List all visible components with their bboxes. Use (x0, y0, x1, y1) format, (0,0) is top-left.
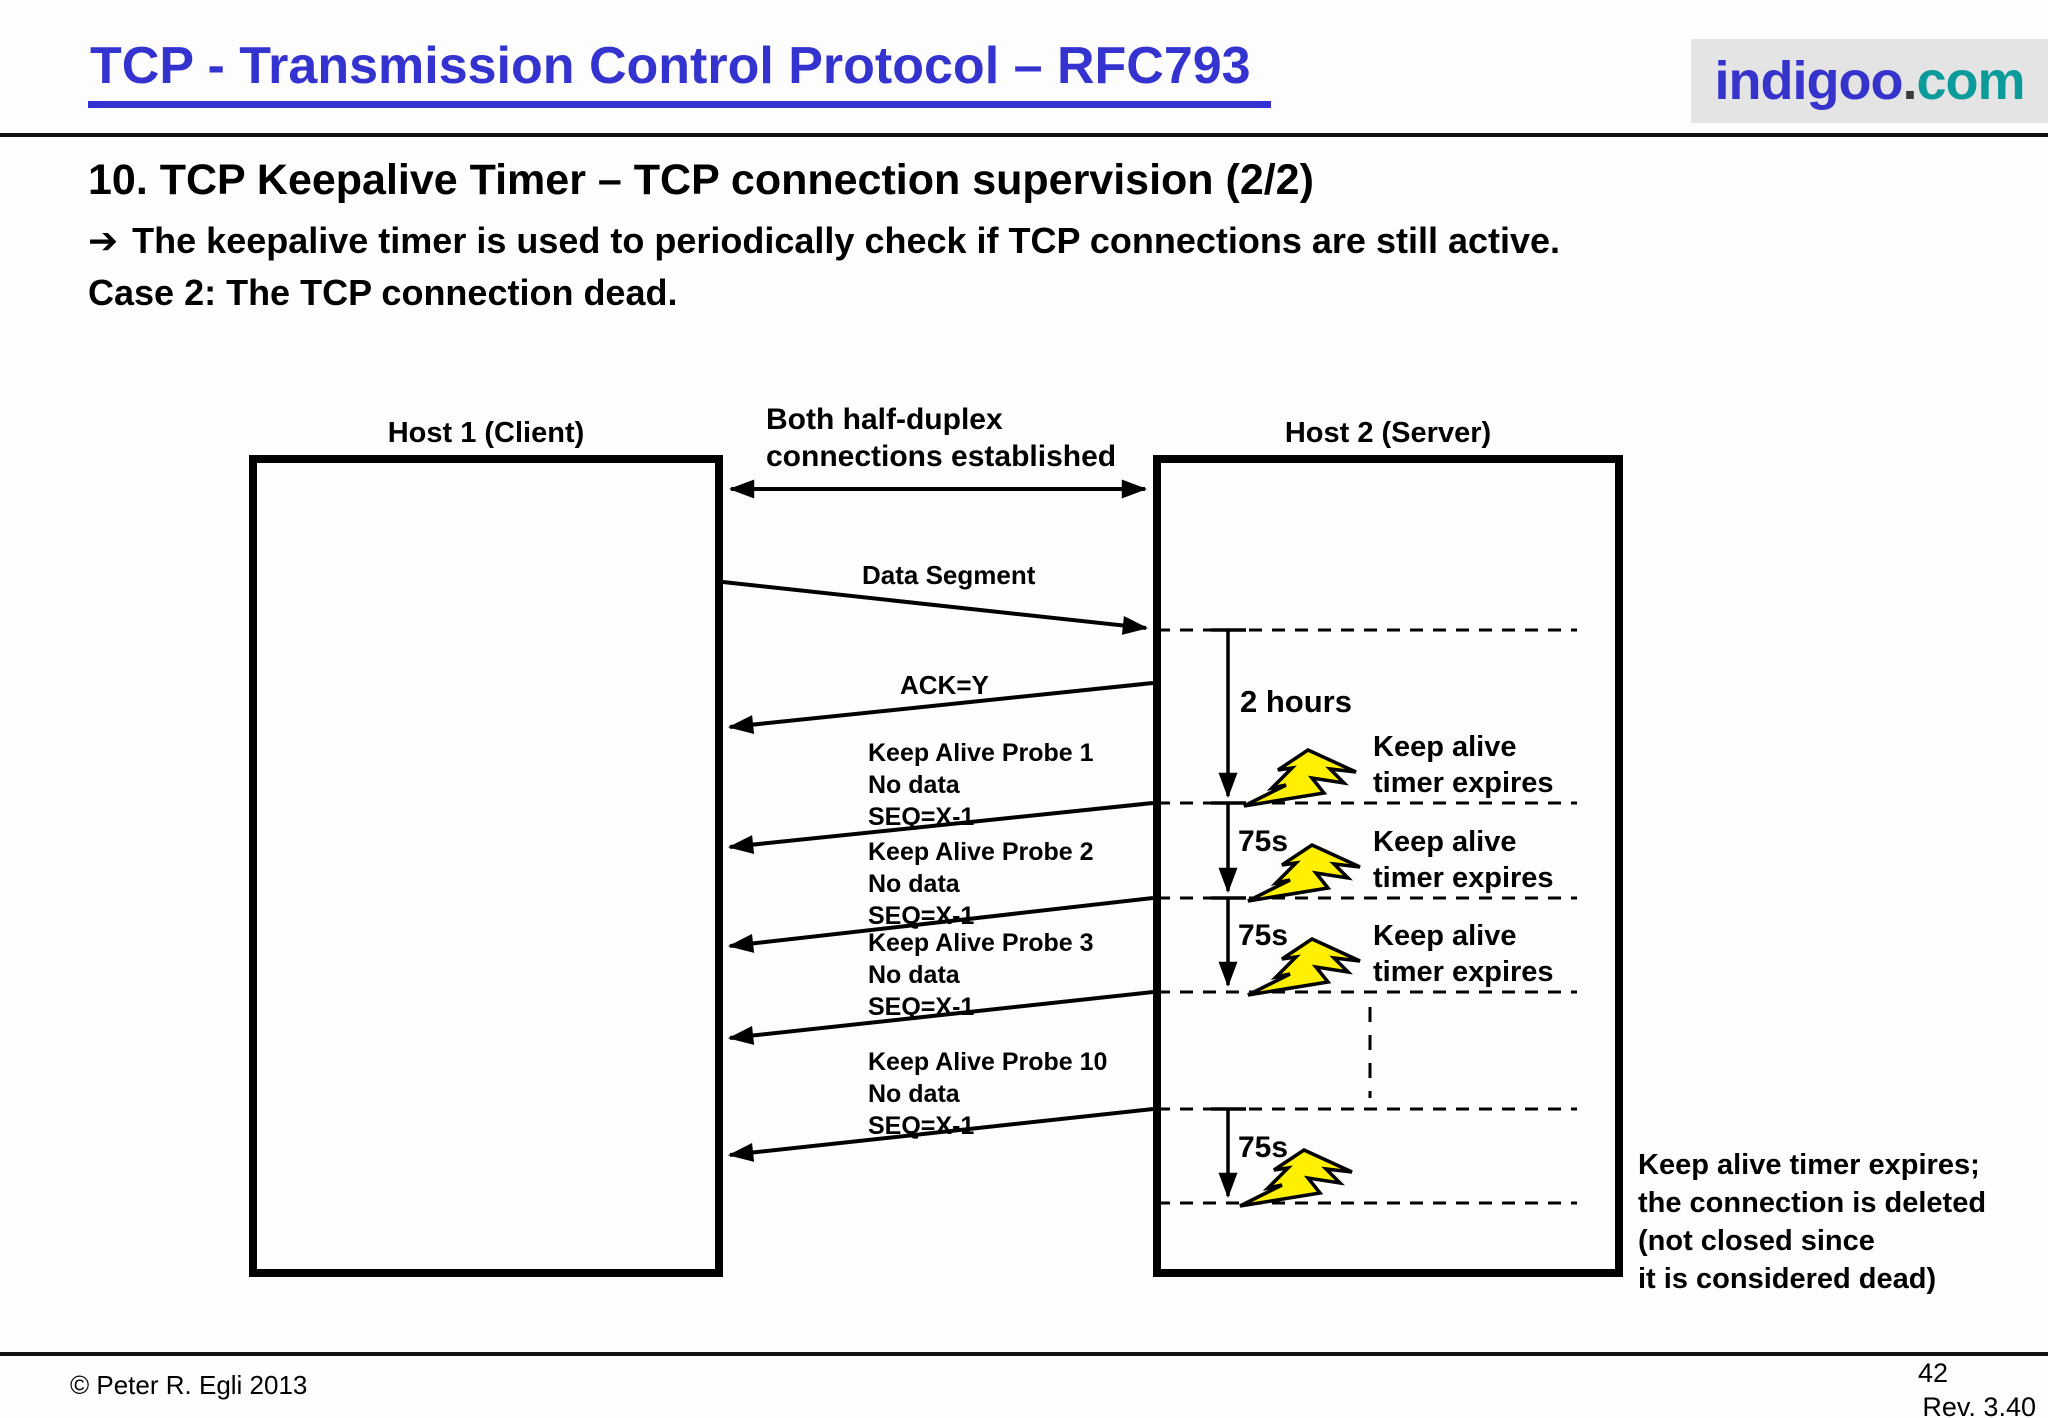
expire-label-3: Keep alive timer expires (1373, 918, 1554, 990)
final-note-line2: the connection is deleted (1638, 1187, 1987, 1219)
logo-brand-text: indigoo (1714, 51, 1904, 111)
footer-divider (0, 1352, 2048, 1356)
host1-box (249, 455, 723, 1277)
established-line2: connections established (766, 440, 1117, 473)
probe2-line1: Keep Alive Probe 2 (868, 838, 1094, 866)
probe3-label: Keep Alive Probe 3 No data SEQ=X-1 (868, 927, 1094, 1023)
host1-label: Host 1 (Client) (387, 417, 585, 449)
expire-line1: Keep alive (1373, 920, 1517, 952)
bullet-line: ➔ The keepalive timer is used to periodic… (88, 220, 1560, 262)
copyright-text: © Peter R. Egli 2013 (70, 1370, 308, 1400)
final-note-line1: Keep alive timer expires; (1638, 1149, 1980, 1181)
expire-line2: timer expires (1373, 956, 1554, 988)
probe10-line1: Keep Alive Probe 10 (868, 1048, 1108, 1076)
probe2-label: Keep Alive Probe 2 No data SEQ=X-1 (868, 836, 1094, 932)
probe3-line3: SEQ=X-1 (868, 993, 975, 1021)
host2-box (1153, 455, 1623, 1277)
page-info: 42 Rev. 3.40 (1918, 1356, 2036, 1418)
final-note-line3: (not closed since (1638, 1225, 1875, 1257)
probe10-line3: SEQ=X-1 (868, 1112, 975, 1140)
indigoo-logo: indigoo.com (1691, 39, 2048, 123)
timer-75s-label: 75s (1238, 825, 1289, 858)
probe3-line1: Keep Alive Probe 3 (868, 929, 1094, 957)
timer-75s-label: 75s (1238, 919, 1289, 952)
probe1-line2: No data (868, 771, 960, 799)
expire-line2: timer expires (1373, 862, 1554, 894)
probe1-label: Keep Alive Probe 1 No data SEQ=X-1 (868, 737, 1094, 833)
probe1-line1: Keep Alive Probe 1 (868, 739, 1094, 767)
probe2-line3: SEQ=X-1 (868, 902, 975, 930)
header-divider (0, 133, 2048, 137)
established-label: Both half-duplex connections established (766, 401, 1116, 475)
logo-tld-text: com (1916, 51, 2025, 111)
revision-label: Rev. 3.40 (1922, 1392, 2036, 1418)
expire-line2: timer expires (1373, 767, 1554, 799)
ack-label: ACK=Y (900, 670, 989, 700)
case-line: Case 2: The TCP connection dead. (88, 272, 678, 313)
probe10-label: Keep Alive Probe 10 No data SEQ=X-1 (868, 1046, 1107, 1142)
probe3-line2: No data (868, 961, 960, 989)
final-note-line4: it is considered dead) (1638, 1263, 1937, 1295)
arrow-bullet-icon: ➔ (88, 220, 119, 261)
expire-label-2: Keep alive timer expires (1373, 824, 1554, 896)
expire-line1: Keep alive (1373, 826, 1517, 858)
timer-75s-label: 75s (1238, 1131, 1289, 1164)
page-title: TCP - Transmission Control Protocol – RF… (88, 36, 1271, 108)
probe1-line3: SEQ=X-1 (868, 803, 975, 831)
final-note: Keep alive timer expires; the connection… (1638, 1146, 1986, 1298)
established-line1: Both half-duplex (766, 403, 1003, 436)
page-number: 42 (1917, 1358, 1948, 1388)
expire-line1: Keep alive (1373, 731, 1517, 763)
bullet-text: The keepalive timer is used to periodica… (132, 220, 1561, 261)
slide-heading: 10. TCP Keepalive Timer – TCP connection… (88, 156, 1314, 204)
expire-label-1: Keep alive timer expires (1373, 729, 1554, 801)
timer-2hours-label: 2 hours (1240, 684, 1352, 719)
logo-dot-text: . (1902, 51, 1917, 111)
host2-label: Host 2 (Server) (1284, 417, 1492, 449)
data-segment-label: Data Segment (862, 560, 1036, 590)
probe2-line2: No data (868, 870, 960, 898)
probe10-line2: No data (868, 1080, 960, 1108)
